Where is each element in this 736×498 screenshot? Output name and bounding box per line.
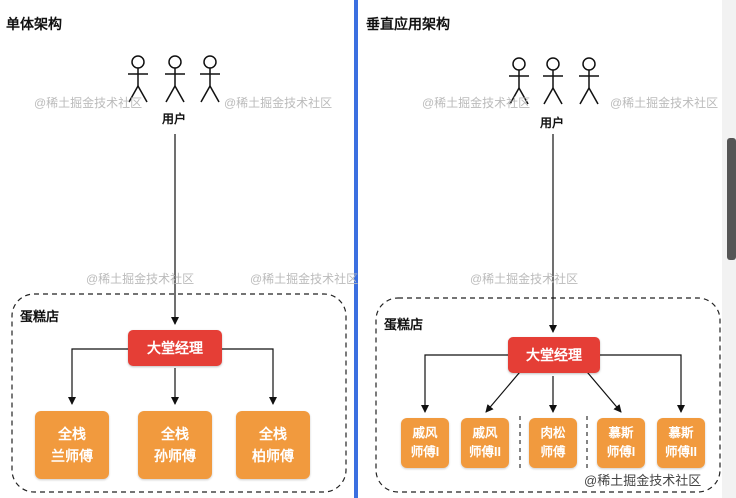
shop-container-right [375,297,721,493]
panel-divider [354,0,358,498]
watermark: @稀土掘金技术社区 [86,272,195,286]
scrollbar-thumb[interactable] [727,138,736,260]
chef-role: 戚风 [472,426,498,440]
chef-name: 师傅I [606,445,636,459]
chef-role: 戚风 [412,426,438,440]
manager-node-left: 大堂经理 [128,330,222,366]
watermark: @稀土掘金技术社区 [610,96,719,110]
chef-role: 肉松 [540,426,566,440]
user-label-right: 用户 [540,116,565,130]
chef-role: 全栈 [259,426,287,442]
chef-node: 慕斯 师傅II [657,418,705,468]
chef-role: 全栈 [161,426,189,442]
user-actors-right [509,57,599,105]
chef-role: 全栈 [58,426,86,442]
arrows-right [421,134,685,413]
shop-label-right: 蛋糕店 [384,317,424,332]
shop-container-left [11,293,347,493]
chef-name: 柏师傅 [252,448,294,464]
chef-name: 孙师傅 [154,448,196,464]
watermark: @稀土掘金技术社区 [422,96,531,110]
watermark: @稀土掘金技术社区 [470,272,579,286]
shop-label-left: 蛋糕店 [20,309,60,324]
manager-node-right: 大堂经理 [508,337,600,373]
arrows-left [68,134,277,405]
chef-node: 戚风 师傅II [461,418,509,468]
group-separators [519,416,588,470]
chef-node: 戚风 师傅I [401,418,449,468]
vertical-title: 垂直应用架构 [366,16,450,32]
chef-name: 师傅I [410,445,440,459]
user-label-left: 用户 [162,112,187,126]
vertical-panel [358,0,722,498]
chef-name: 兰师傅 [51,448,93,464]
chef-node: 全栈 孙师傅 [138,411,212,479]
watermark: @稀土掘金技术社区 [250,272,359,286]
watermark: @稀土掘金技术社区 [34,96,143,110]
chef-role: 慕斯 [608,426,634,440]
chef-role: 慕斯 [668,426,694,440]
chef-node: 全栈 柏师傅 [236,411,310,479]
monolith-title: 单体架构 [6,16,62,32]
user-actors-left [128,55,220,103]
chef-node: 慕斯 师傅I [597,418,645,468]
chef-name: 师傅 [540,445,566,459]
chef-name: 师傅II [469,445,501,459]
chef-node: 肉松 师傅 [529,418,577,468]
watermark: @稀土掘金技术社区 [224,96,333,110]
watermark-corner: @稀土掘金技术社区 [584,473,702,488]
chef-node: 全栈 兰师傅 [35,411,109,479]
chef-name: 师傅II [665,445,697,459]
